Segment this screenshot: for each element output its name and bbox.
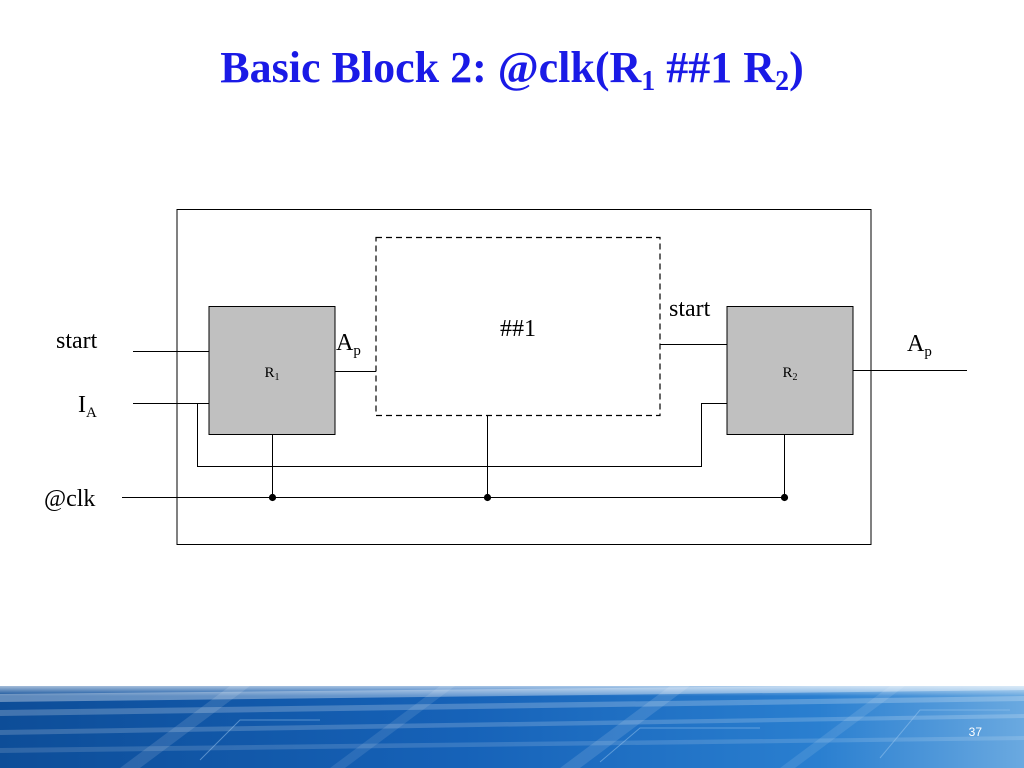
ia-base: I (78, 392, 86, 418)
title-sub-1: 1 (641, 66, 656, 97)
signal-start2-label: start (669, 296, 711, 322)
r2-base: R (782, 365, 792, 381)
signal-ap-label: Ap (336, 330, 361, 359)
title-mid: ##1 R (655, 43, 776, 92)
input-start-label: start (56, 328, 98, 354)
wires (122, 344, 967, 498)
outer-block-boundary (176, 209, 872, 545)
junction-dot-delay (483, 493, 492, 502)
slide-title: Basic Block 2: @clk(R1 ##1 R2) (0, 38, 1024, 98)
footer-band-base (0, 686, 1024, 768)
footer-band-top-fade (0, 680, 1024, 696)
title-main: Basic Block 2: @clk(R (220, 43, 642, 92)
footer-band-circuit-lines (199, 709, 1010, 763)
r2-sub: 2 (793, 372, 798, 383)
junction-dot-r1 (268, 493, 277, 502)
delay-label: ##1 (500, 316, 536, 342)
input-ia-label: IA (78, 392, 97, 421)
title-end: ) (789, 43, 804, 92)
register-r1-label: R1 (264, 365, 279, 383)
ia-sub: A (86, 405, 97, 421)
page-number: 37 (968, 725, 982, 739)
delay-block (375, 236, 661, 417)
input-clk-label: @clk (44, 486, 95, 512)
ap-sub: p (353, 343, 361, 359)
ap-base: A (336, 330, 354, 356)
r1-sub: 1 (275, 372, 280, 383)
register-r1 (208, 306, 336, 435)
title-sub-2: 2 (775, 66, 790, 97)
wire-ia-bypass (197, 403, 727, 467)
r1-base: R (264, 365, 274, 381)
register-r2 (726, 306, 854, 435)
register-r2-label: R2 (782, 365, 797, 383)
circuit-diagram: ##1 R1 R2 start IA @clk Ap start Ap (44, 209, 967, 545)
out-sub: p (924, 344, 932, 360)
junction-dot-r2 (780, 493, 789, 502)
output-ap-label: Ap (907, 331, 932, 360)
footer-band (0, 680, 1024, 768)
out-base: A (907, 331, 925, 357)
